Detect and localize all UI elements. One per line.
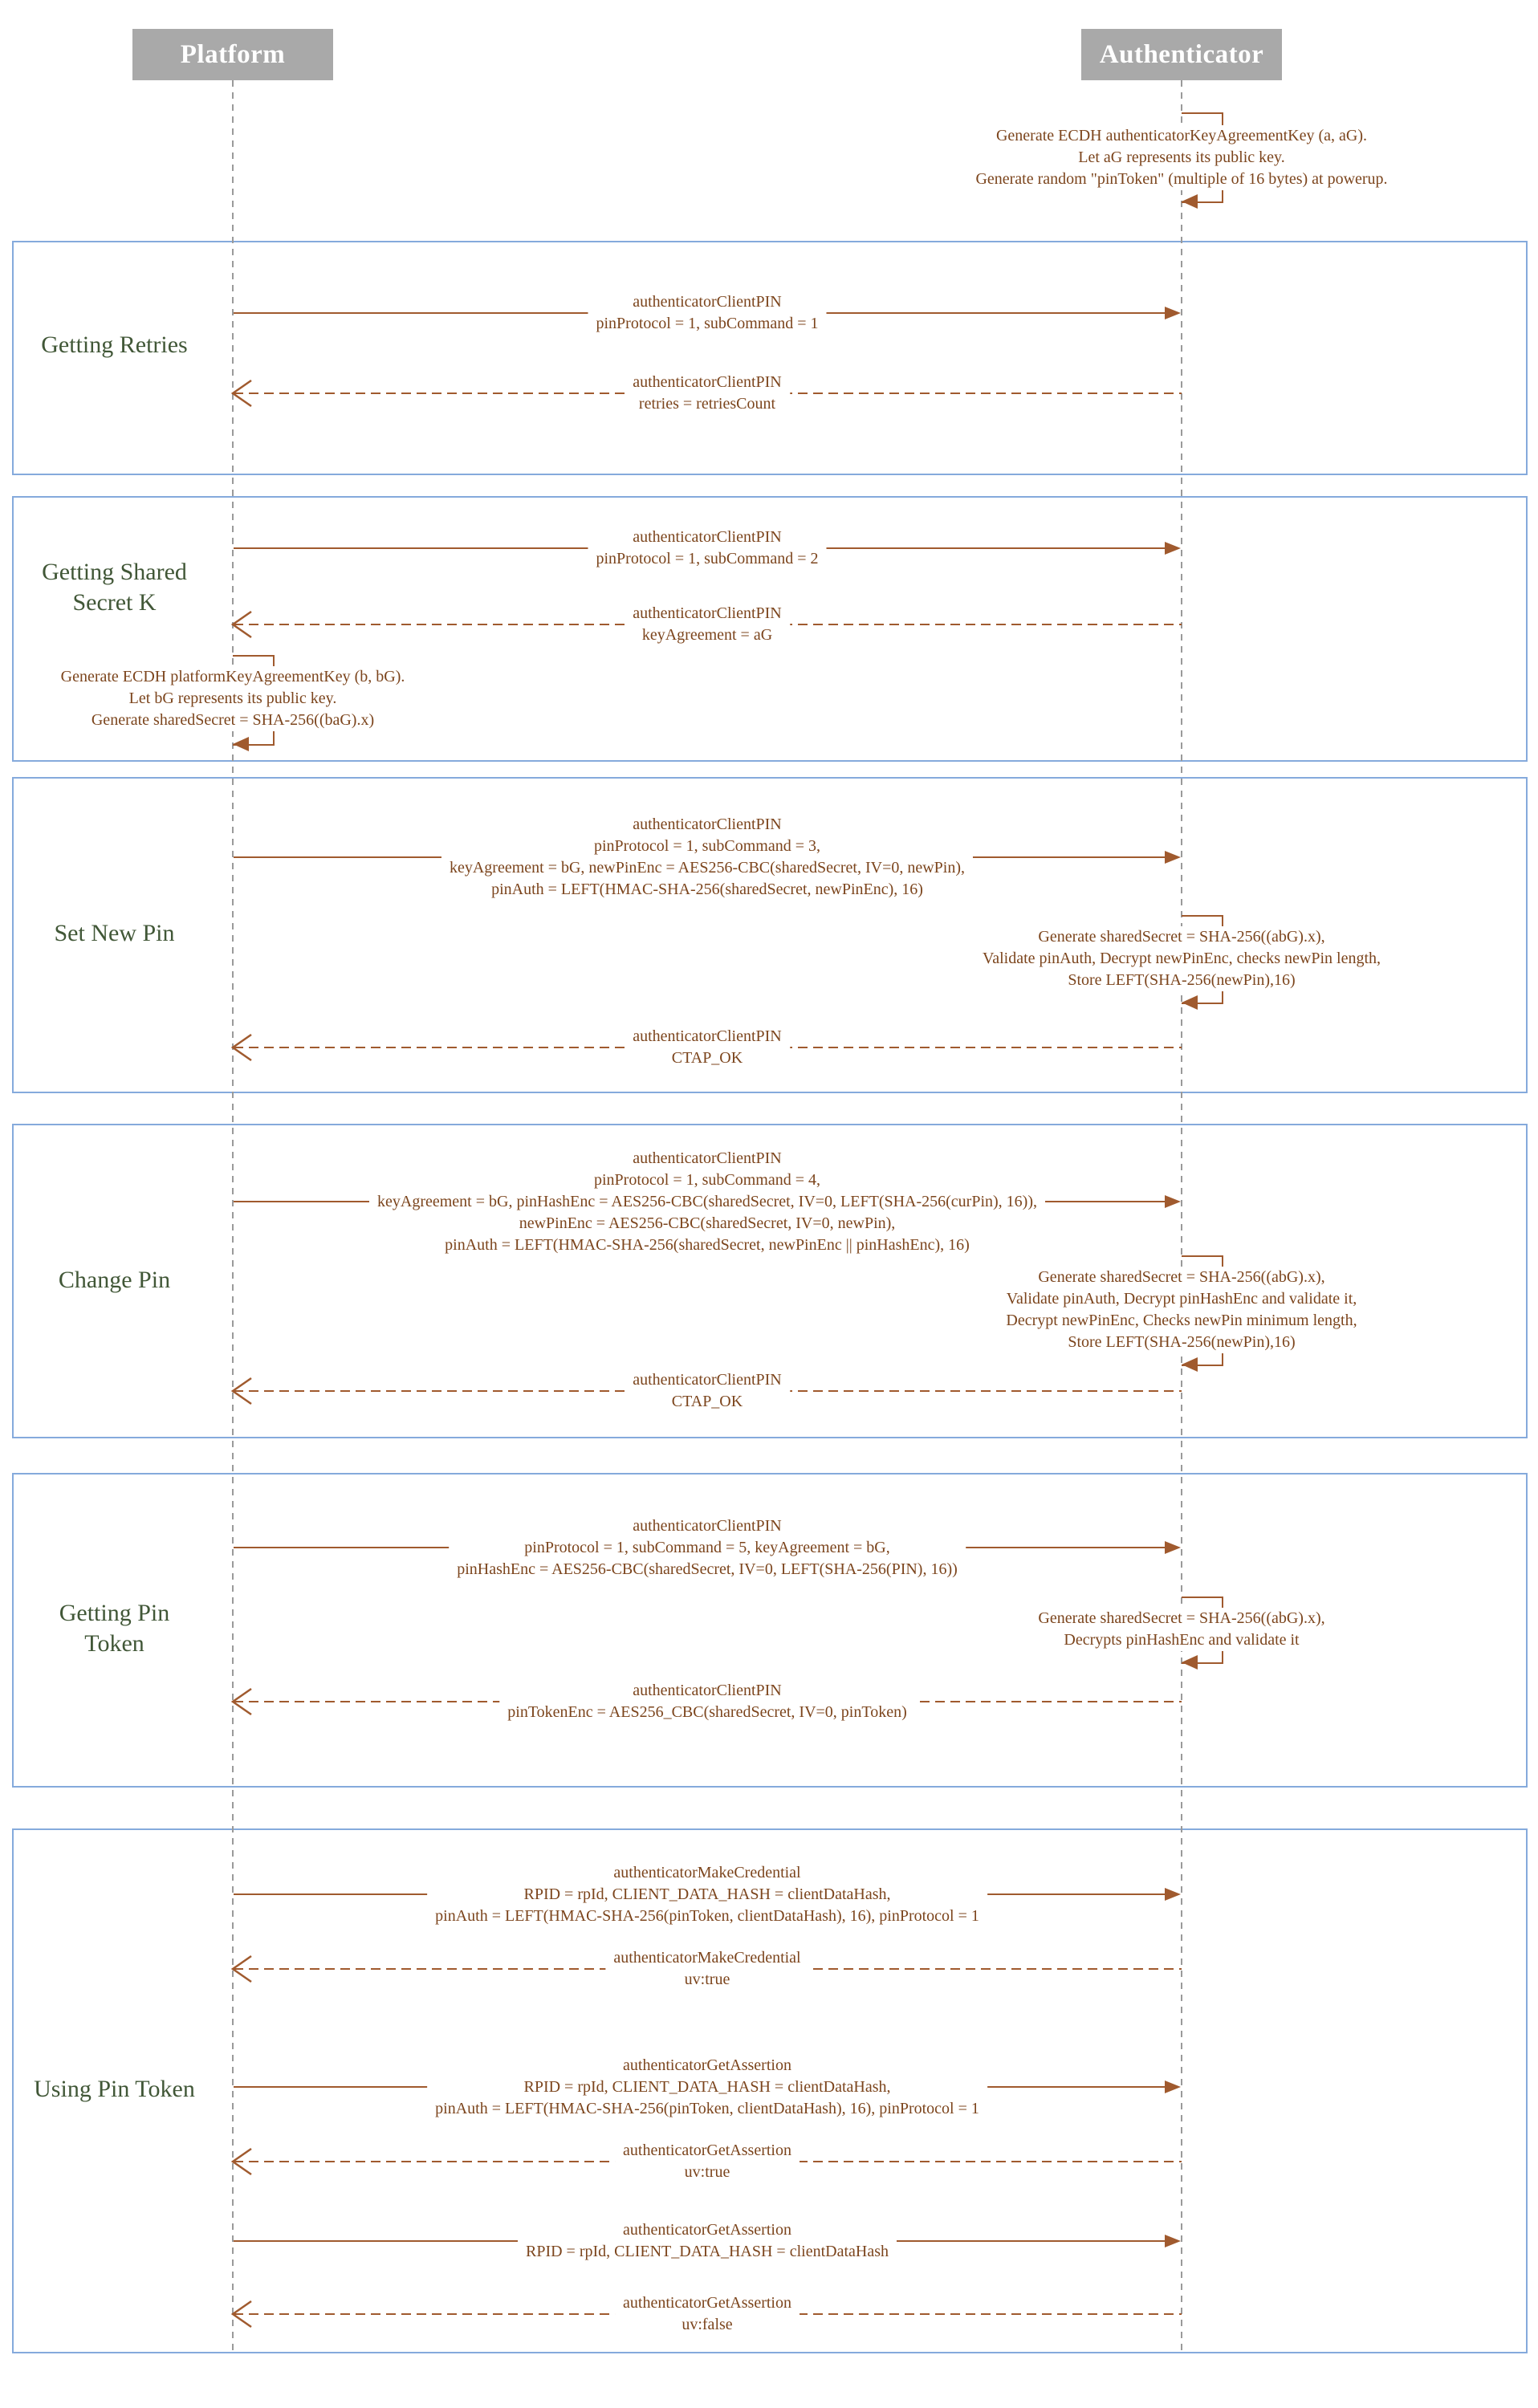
- section-box-getting-pin-token: [12, 1473, 1528, 1788]
- self-arrowhead-icon: [1182, 1655, 1198, 1670]
- lifeline-platform: [232, 80, 234, 2352]
- message-label: authenticatorClientPIN keyAgreement = aG: [625, 603, 790, 646]
- note-line: Generate random "pinToken" (multiple of …: [975, 170, 1388, 188]
- section-box-getting-retries: [12, 241, 1528, 475]
- message-label: authenticatorGetAssertion uv:false: [615, 2292, 800, 2336]
- note-line: Let aG represents its public key.: [1078, 148, 1285, 166]
- arrowhead-right-icon: [1165, 2081, 1181, 2093]
- message-label: authenticatorMakeCredential RPID = rpId,…: [427, 1862, 987, 1927]
- self-arrow-bottom-icon: [1182, 1649, 1223, 1664]
- top-note-label: Generate ECDH authenticatorKeyAgreementK…: [967, 125, 1396, 190]
- message-label: authenticatorClientPIN retries = retries…: [625, 372, 790, 415]
- self-arrow-top-icon: [1182, 112, 1223, 127]
- section-box-getting-shared-secret: [12, 496, 1528, 762]
- section-box-change-pin: [12, 1124, 1528, 1438]
- self-arrowhead-icon: [233, 737, 249, 751]
- self-arrow-top-icon: [233, 655, 275, 669]
- arrowhead-right-icon: [1165, 307, 1181, 319]
- message-label: authenticatorClientPIN pinTokenEnc = AES…: [499, 1680, 915, 1723]
- section-label-getting-pin-token: Getting Pin Token: [59, 1600, 170, 1657]
- self-arrow-bottom-icon: [1182, 990, 1223, 1004]
- arrowhead-open-left-icon: [230, 1033, 252, 1062]
- note-line: Generate ECDH authenticatorKeyAgreementK…: [995, 127, 1367, 144]
- message-label: authenticatorClientPIN CTAP_OK: [625, 1026, 790, 1069]
- actor-platform: Platform: [132, 29, 333, 80]
- self-note-label: Generate ECDH platformKeyAgreementKey (b…: [52, 666, 413, 731]
- section-box-set-new-pin: [12, 777, 1528, 1093]
- arrowhead-right-icon: [1165, 1195, 1181, 1208]
- self-arrow-bottom-icon: [1182, 189, 1223, 203]
- arrowhead-right-icon: [1165, 1541, 1181, 1554]
- self-arrow-bottom-icon: [233, 731, 275, 746]
- section-label-change-pin: Change Pin: [58, 1267, 171, 1293]
- message-label: authenticatorClientPIN pinProtocol = 1, …: [588, 527, 827, 570]
- section-label-getting-retries: Getting Retries: [41, 332, 188, 358]
- self-note-label: Generate sharedSecret = SHA-256((abG).x)…: [998, 1267, 1365, 1353]
- self-arrow-top-icon: [1182, 1255, 1223, 1270]
- arrowhead-right-icon: [1165, 851, 1181, 864]
- self-arrow-bottom-icon: [1182, 1352, 1223, 1366]
- arrowhead-right-icon: [1165, 2235, 1181, 2247]
- arrowhead-open-left-icon: [230, 1377, 252, 1405]
- section-label-getting-shared-secret: Getting Shared Secret K: [42, 559, 187, 616]
- arrowhead-open-left-icon: [230, 1954, 252, 1983]
- arrowhead-open-left-icon: [230, 610, 252, 639]
- section-label-set-new-pin: Set New Pin: [54, 920, 175, 946]
- message-label: authenticatorClientPIN pinProtocol = 1, …: [368, 1148, 1046, 1256]
- message-label: authenticatorClientPIN pinProtocol = 1, …: [588, 291, 827, 335]
- message-label: authenticatorGetAssertion uv:true: [615, 2140, 800, 2183]
- message-label: authenticatorGetAssertion RPID = rpId, C…: [427, 2055, 987, 2120]
- arrowhead-open-left-icon: [230, 2300, 252, 2329]
- arrowhead-open-left-icon: [230, 1687, 252, 1716]
- arrowhead-open-left-icon: [230, 2147, 252, 2176]
- self-arrowhead-icon: [1182, 995, 1198, 1010]
- message-label: authenticatorMakeCredential uv:true: [605, 1947, 809, 1991]
- message-label: authenticatorGetAssertion RPID = rpId, C…: [517, 2219, 897, 2263]
- actor-authenticator: Authenticator: [1081, 29, 1282, 80]
- self-arrow-top-icon: [1182, 915, 1223, 929]
- self-note-label: Generate sharedSecret = SHA-256((abG).x)…: [974, 926, 1389, 991]
- arrowhead-open-left-icon: [230, 379, 252, 408]
- message-label: authenticatorClientPIN CTAP_OK: [625, 1369, 790, 1413]
- self-arrowhead-icon: [1182, 1357, 1198, 1372]
- message-label: authenticatorClientPIN pinProtocol = 1, …: [441, 814, 974, 901]
- section-box-using-pin-token: [12, 1828, 1528, 2353]
- message-label: authenticatorClientPIN pinProtocol = 1, …: [449, 1515, 966, 1580]
- self-arrowhead-icon: [1182, 194, 1198, 209]
- section-label-using-pin-token: Using Pin Token: [34, 2076, 195, 2102]
- lifeline-authenticator: [1181, 80, 1182, 2352]
- self-note-label: Generate sharedSecret = SHA-256((abG).x)…: [1030, 1608, 1333, 1651]
- arrowhead-right-icon: [1165, 1888, 1181, 1901]
- arrowhead-right-icon: [1165, 542, 1181, 555]
- self-arrow-top-icon: [1182, 1597, 1223, 1611]
